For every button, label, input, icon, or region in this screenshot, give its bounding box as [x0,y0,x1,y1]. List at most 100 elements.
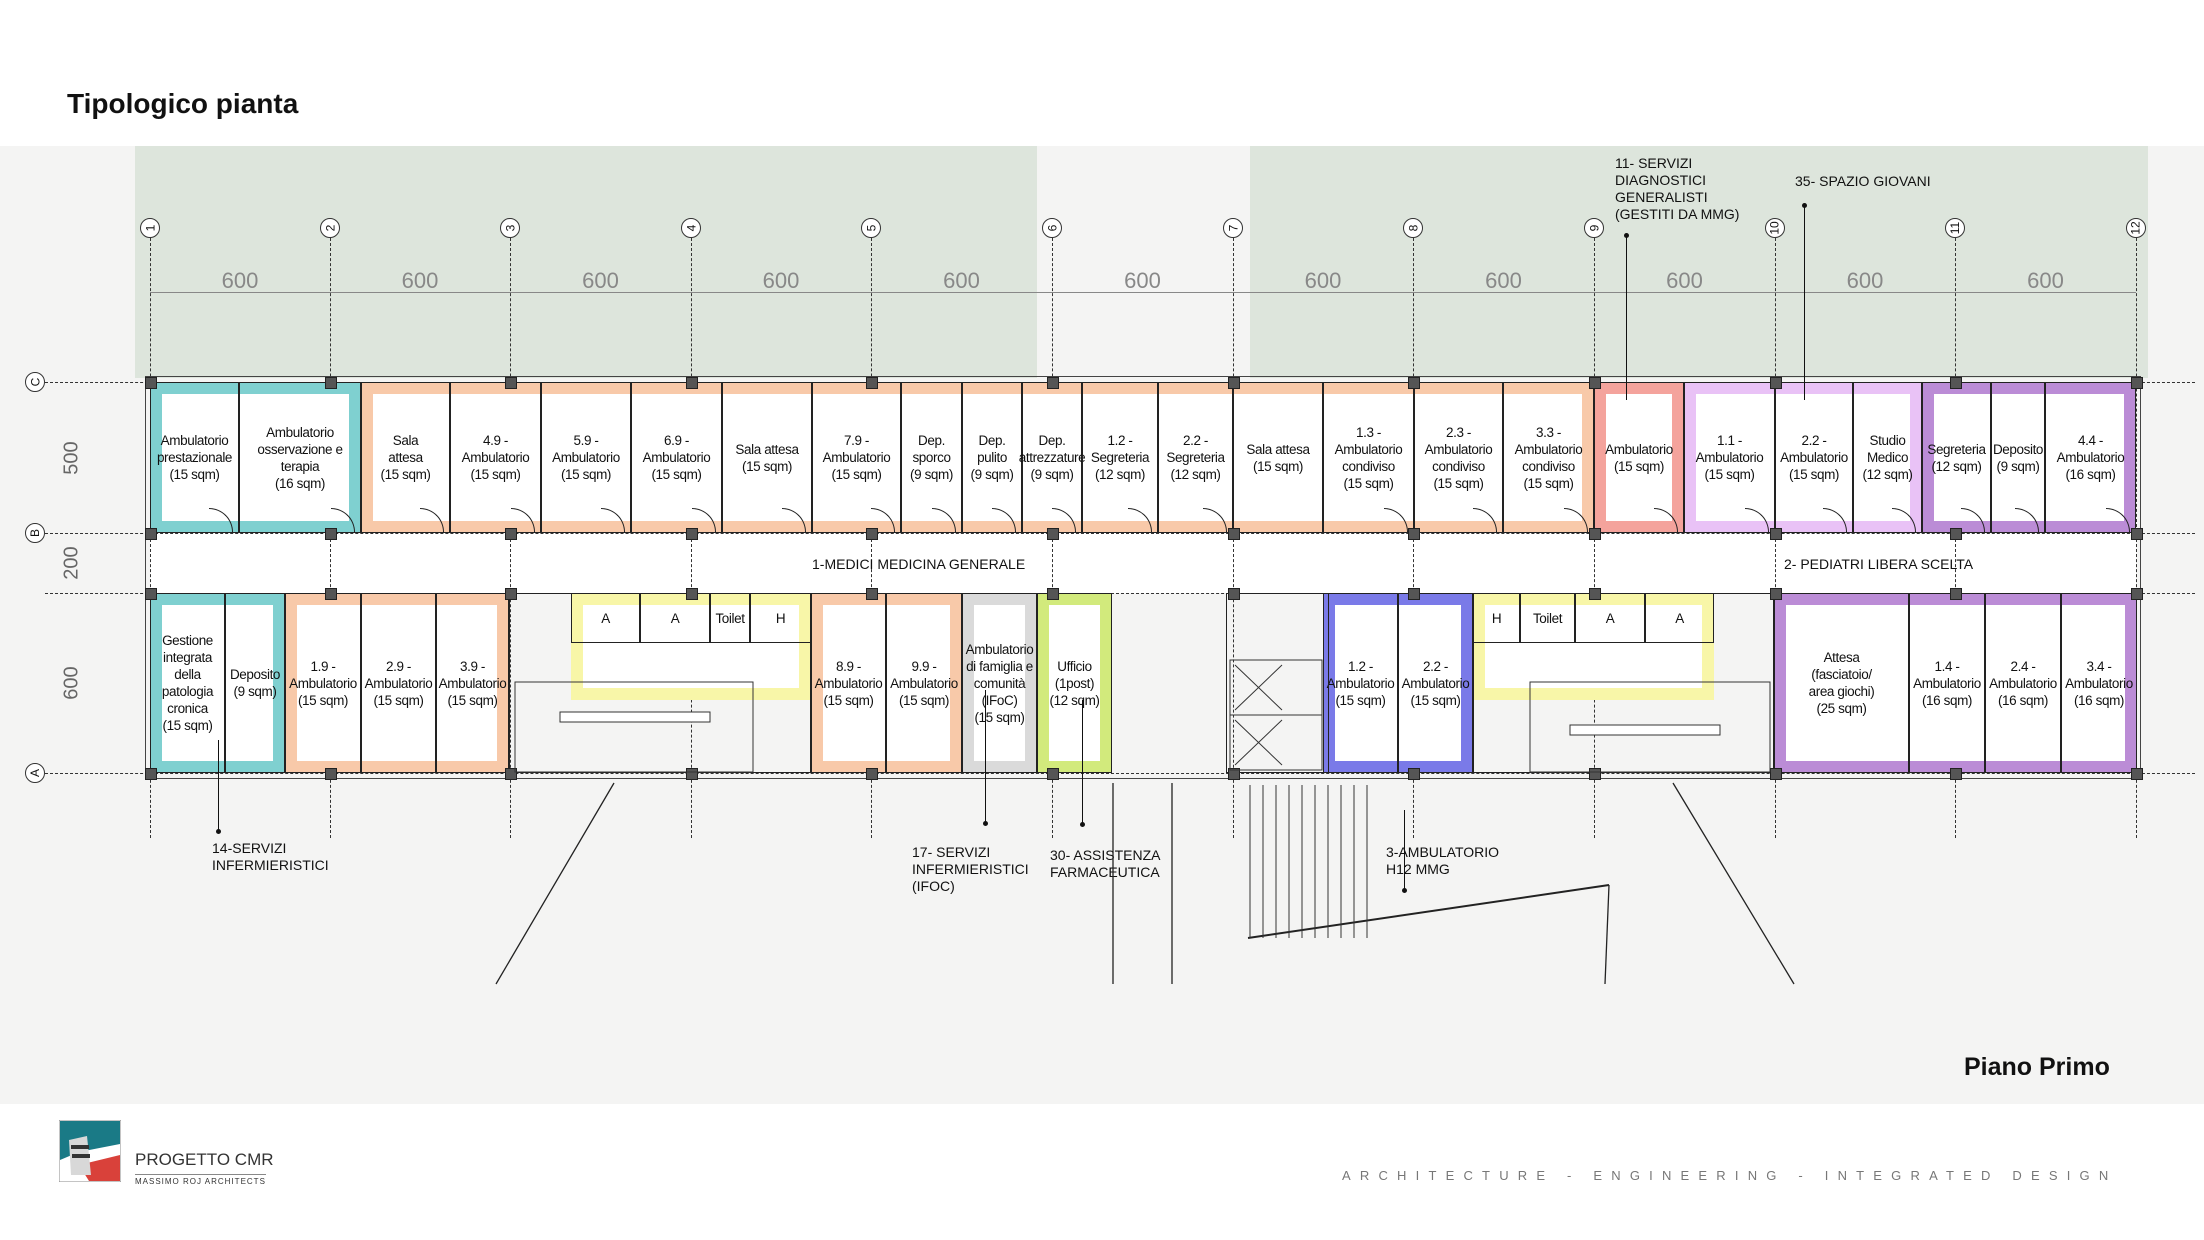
external-stair-icon [1249,785,1368,938]
annotation-dot [1802,203,1807,208]
structural-column [325,768,337,780]
grid-bubble-4: 4 [681,218,701,238]
toilet-label: H [1491,610,1502,626]
structural-column [1950,768,1962,780]
structural-column [1228,377,1240,389]
span-dimension: 600 [762,268,800,293]
room: Ambulatorio prestazionale (15 sqm) [150,382,239,533]
annotation-leader [1404,810,1405,890]
annotation-leader [985,690,986,823]
structural-column [1047,377,1059,389]
structural-column [1770,528,1782,540]
room: 4.4 - Ambulatorio (16 sqm) [2045,382,2136,533]
structural-column [145,588,157,600]
structural-column [505,768,517,780]
zone-orange [285,593,509,773]
toilet-label: A [1675,610,1684,626]
zone-red [1594,382,1684,533]
annotation-dot [1624,233,1629,238]
structural-column [1950,377,1962,389]
dimension-line [150,292,2136,293]
room: 3.4 - Ambulatorio (16 sqm) [2061,593,2137,773]
room: 3.9 - Ambulatorio (15 sqm) [436,593,509,773]
structural-column [2131,528,2143,540]
structural-column [1047,588,1059,600]
structural-column [1228,528,1240,540]
annotation-leader [1626,235,1627,400]
grid-bubble-9: 9 [1584,218,1604,238]
room-label: Dep. sporco (9 sqm) [910,433,953,482]
row-bubble-2: A [25,763,45,783]
annotation-leader [1082,700,1083,824]
progetto-cmr-logo [58,1119,122,1183]
structural-column [866,768,878,780]
toilet-label: H [775,610,786,626]
zone-teal [150,593,285,773]
annotation-dot [1080,822,1085,827]
zone-green [1037,593,1112,773]
zone-grey [962,593,1037,773]
structural-column [1228,768,1240,780]
corridor [150,533,2136,593]
room: 9.9 - Ambulatorio (15 sqm) [886,593,962,773]
annotation-label: 30- ASSISTENZA FARMACEUTICA [1050,847,1161,880]
elevator-core [1226,593,1329,773]
structural-column [145,377,157,389]
room-label: 1.4 - Ambulatorio (16 sqm) [1913,658,1981,708]
room: Dep. sporco (9 sqm) [901,382,962,533]
span-dimension: 600 [1485,268,1522,293]
structural-column [325,377,337,389]
annotation-dot [216,829,221,834]
room-label: Deposito (9 sqm) [229,667,281,699]
room-label: Deposito (9 sqm) [1992,441,2044,474]
structural-column [1770,377,1782,389]
grid-bubble-6: 6 [1042,218,1062,238]
structural-column [1047,768,1059,780]
room: Sala attesa (15 sqm) [722,382,812,533]
room-label: 1.9 - Ambulatorio (15 sqm) [289,658,357,708]
room-label: 2.2 - Segreteria (12 sqm) [1166,433,1225,482]
room: Sala attesa (15 sqm) [361,382,450,533]
room-label: Sala attesa (15 sqm) [1246,441,1310,474]
room: Sala attesa (15 sqm) [1233,382,1323,533]
structural-column [505,377,517,389]
room-label: 2.9 - Ambulatorio (15 sqm) [364,658,433,708]
structural-column [325,528,337,540]
room-label: Ambulatorio prestazionale (15 sqm) [156,433,233,482]
grid-bubble-2: 2 [320,218,340,238]
footer-tagline: ARCHITECTURE - ENGINEERING - INTEGRATED … [1342,1168,2118,1183]
green-area-right [1250,146,2148,378]
structural-column [1770,768,1782,780]
structural-column [686,768,698,780]
brand-subtitle: MASSIMO ROJ ARCHITECTS [135,1174,266,1186]
structural-column [686,377,698,389]
span-dimension: 600 [943,268,980,293]
room: 1.4 - Ambulatorio (16 sqm) [1909,593,1985,773]
structural-column [2131,768,2143,780]
room-label: 4.9 - Ambulatorio (15 sqm) [461,433,530,482]
room-label: 3.4 - Ambulatorio (16 sqm) [2065,658,2133,708]
room-label: Segreteria (12 sqm) [1927,441,1986,474]
toilet-label: Toilet [715,610,745,626]
room-label: Ambulatorio di famiglia e comunità (IFoC… [965,641,1034,725]
corridor-label-left: 1-MEDICI MEDICINA GENERALE [812,556,1026,572]
structural-column [505,588,517,600]
annotation-label: 35- SPAZIO GIOVANI [1795,173,1931,189]
annotation-dot [1402,888,1407,893]
toilet-label: A [670,610,680,626]
ramp-line [1247,884,1610,939]
annotation-leader [218,740,219,831]
grid-bubble-1: 1 [140,218,160,238]
internal-stair-right-icon [1529,681,1771,773]
structural-column [145,768,157,780]
structural-column [1228,588,1240,600]
room-label: Sala attesa (15 sqm) [735,441,799,474]
grid-line-horizontal [45,533,2195,534]
room: 1.9 - Ambulatorio (15 sqm) [285,593,361,773]
room: Studio Medico (12 sqm) [1853,382,1922,533]
room: 4.9 - Ambulatorio (15 sqm) [450,382,541,533]
structural-column [325,588,337,600]
room: 2.2 - Ambulatorio (15 sqm) [1398,593,1473,773]
room-label: 1.2 - Segreteria (12 sqm) [1090,433,1150,482]
